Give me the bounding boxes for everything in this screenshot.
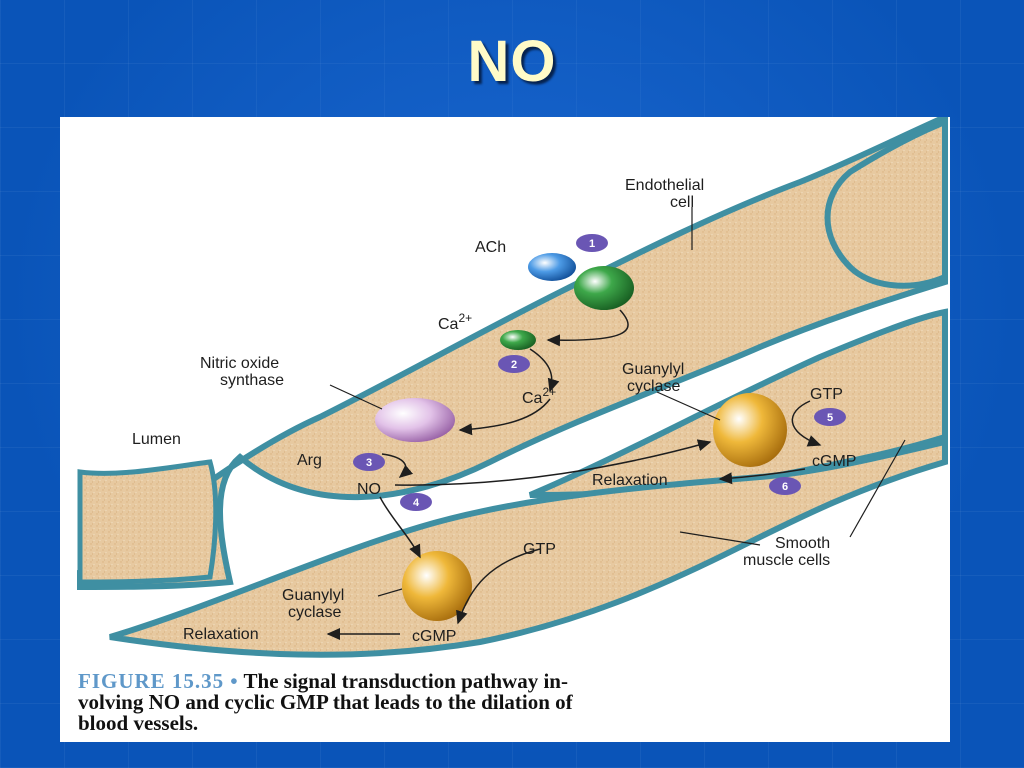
arrow-calcium-into-cell bbox=[529, 348, 560, 393]
label-gtp-upper: GTP bbox=[810, 386, 843, 403]
step-badge-5: 5 bbox=[814, 408, 846, 426]
label-ca-top-base: Ca bbox=[438, 316, 459, 333]
caption-line-3: blood vessels. bbox=[78, 711, 199, 735]
figure-panel: Endothelial cell ACh Ca2+ Ca2+ Nitric ox… bbox=[60, 117, 950, 742]
step-badge-1: 1 bbox=[576, 234, 608, 252]
label-gc-lower-2: cyclase bbox=[288, 604, 341, 621]
label-nos-2: synthase bbox=[220, 372, 284, 389]
arrow-receptor-to-calcium bbox=[546, 309, 629, 347]
step-badge-4: 4 bbox=[400, 493, 432, 511]
label-relax-upper: Relaxation bbox=[592, 472, 668, 489]
label-gtp-lower: GTP bbox=[523, 541, 556, 558]
leader-smooth-lower bbox=[679, 531, 761, 546]
label-gc-upper-2: cyclase bbox=[627, 378, 680, 395]
leader-cyclase-upper bbox=[656, 391, 721, 421]
caption-bullet: • bbox=[230, 669, 238, 693]
endothelial-cell bbox=[77, 117, 948, 591]
smooth-muscle-cell-lower bbox=[109, 438, 948, 658]
caption-line-1: The signal transduction pathway in- bbox=[243, 669, 568, 693]
label-smooth-1: Smooth bbox=[775, 535, 830, 552]
caption-line-2: volving NO and cyclic GMP that leads to … bbox=[78, 690, 573, 714]
label-gc-lower-1: Guanylyl bbox=[282, 587, 344, 604]
leader-nos bbox=[329, 384, 383, 410]
receptor-protein bbox=[574, 266, 634, 310]
arrow-calcium-to-nos bbox=[458, 398, 551, 436]
nitric-oxide-synthase bbox=[375, 398, 455, 442]
step-badge-4-text: 4 bbox=[413, 497, 420, 509]
label-endothelial-1: Endothelial bbox=[625, 177, 704, 194]
label-ca-top-sup: 2+ bbox=[458, 311, 472, 325]
label-ca-mid-base: Ca bbox=[522, 390, 543, 407]
label-nos-1: Nitric oxide bbox=[200, 355, 279, 372]
step-badge-6-text: 6 bbox=[782, 481, 788, 493]
label-ca-top: Ca2+ bbox=[438, 311, 472, 333]
lumen-side-cell bbox=[77, 459, 219, 585]
arrow-no-to-lower-cyclase bbox=[379, 496, 421, 559]
ach-ligand bbox=[528, 253, 576, 281]
arrow-no-to-upper-cyclase bbox=[394, 439, 712, 486]
step-badge-2-text: 2 bbox=[511, 359, 517, 371]
arrow-arg-to-no bbox=[381, 453, 414, 478]
label-cgmp-upper: cGMP bbox=[812, 453, 856, 470]
figure-caption: FIGURE 15.35•The signal transduction pat… bbox=[78, 671, 940, 734]
label-lumen: Lumen bbox=[132, 431, 181, 448]
caption-label: FIGURE 15.35 bbox=[78, 669, 225, 693]
label-endothelial-2: cell bbox=[670, 194, 694, 211]
label-ca-mid: Ca2+ bbox=[522, 385, 556, 407]
step-badge-5-text: 5 bbox=[827, 412, 833, 424]
adjacent-cell bbox=[824, 117, 948, 289]
label-no: NO bbox=[357, 481, 381, 498]
step-badge-3-text: 3 bbox=[366, 457, 372, 469]
label-arg: Arg bbox=[297, 452, 322, 469]
label-relax-lower: Relaxation bbox=[183, 626, 259, 643]
step-badge-3: 3 bbox=[353, 453, 385, 471]
step-badge-1-text: 1 bbox=[589, 238, 595, 250]
arrow-cgmp-to-relaxation-upper bbox=[718, 468, 806, 485]
leader-cyclase-lower bbox=[377, 588, 403, 597]
label-ca-mid-sup: 2+ bbox=[542, 385, 556, 399]
label-cgmp-lower: cGMP bbox=[412, 628, 456, 645]
slide-title: NO bbox=[467, 29, 557, 94]
step-badge-6: 6 bbox=[769, 477, 801, 495]
arrow-gtp-to-cgmp-lower bbox=[456, 548, 541, 625]
signal-pathway-diagram: Endothelial cell ACh Ca2+ Ca2+ Nitric ox… bbox=[77, 117, 948, 658]
label-smooth-2: muscle cells bbox=[743, 552, 830, 569]
guanylyl-cyclase-lower bbox=[402, 551, 472, 621]
guanylyl-cyclase-upper bbox=[713, 393, 787, 467]
label-gc-upper-1: Guanylyl bbox=[622, 361, 684, 378]
label-ach: ACh bbox=[475, 239, 506, 256]
leader-smooth-upper bbox=[849, 439, 906, 538]
calcium-channel bbox=[500, 330, 536, 350]
arrow-gtp-to-cgmp-upper bbox=[791, 400, 822, 447]
step-badge-2: 2 bbox=[498, 355, 530, 373]
